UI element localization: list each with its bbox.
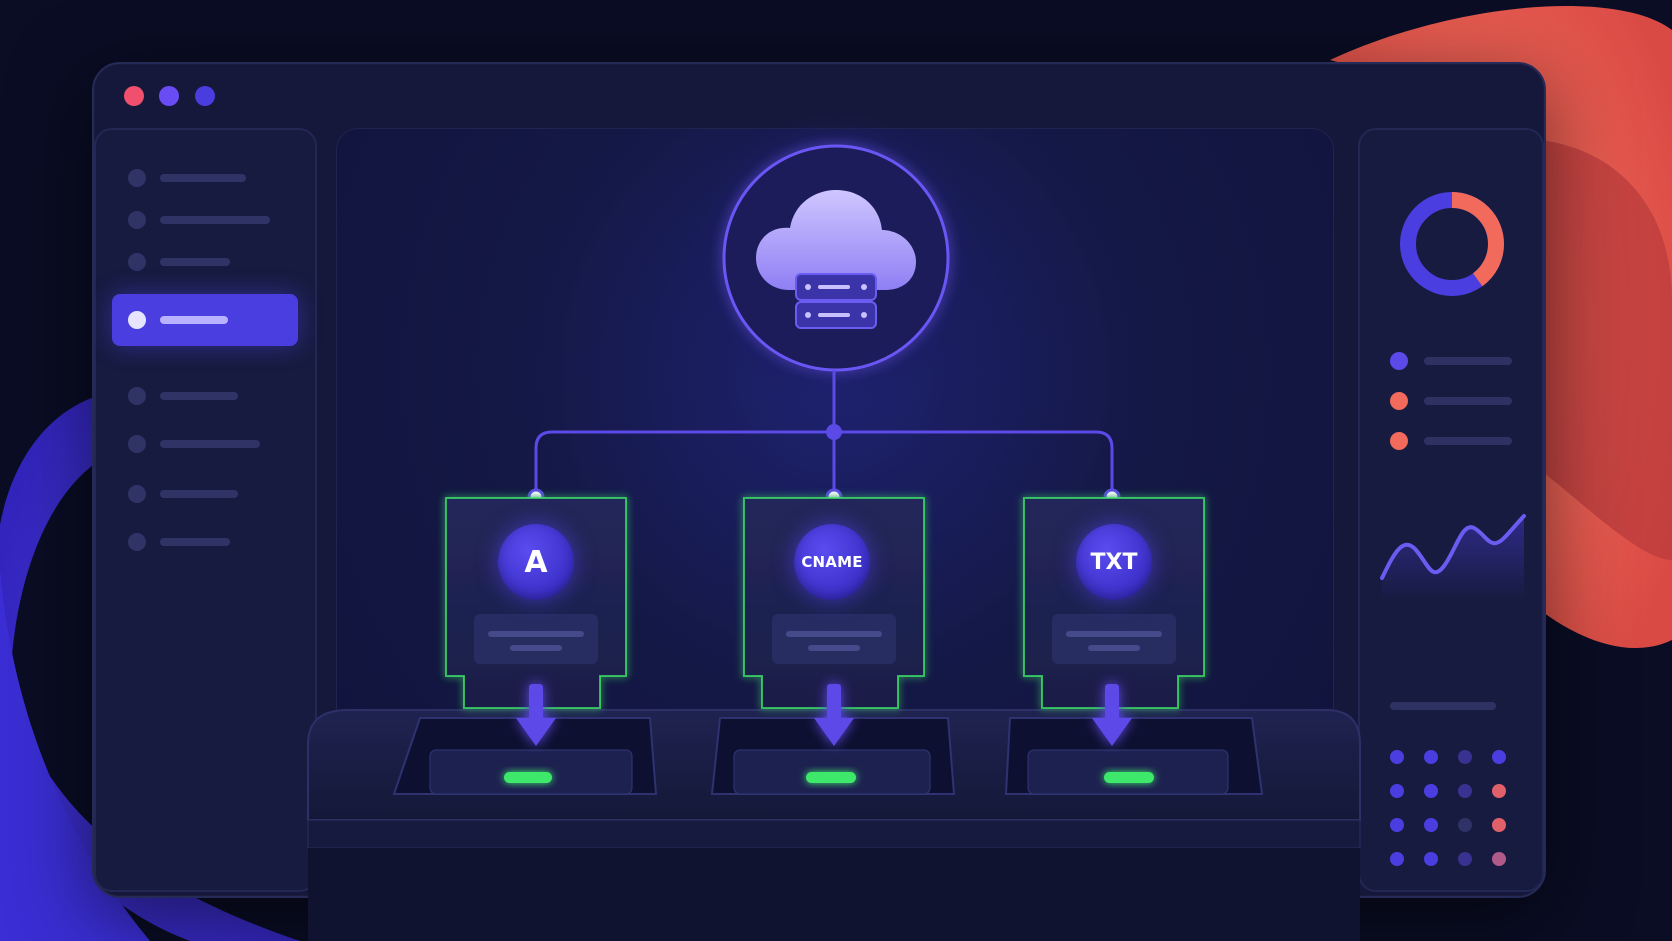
junction-node (826, 424, 842, 440)
legend-dot-2 (1390, 392, 1408, 410)
matrix-dot (1492, 818, 1506, 832)
close-window-button[interactable] (124, 86, 144, 106)
sidebar-item-label-placeholder (160, 258, 230, 266)
matrix-dot (1458, 818, 1472, 832)
sidebar-item-7[interactable] (112, 468, 298, 520)
matrix-dot (1390, 750, 1404, 764)
panel-label-placeholder (1390, 702, 1496, 710)
sidebar-item-label-placeholder (160, 174, 246, 182)
dot-matrix (1390, 750, 1530, 880)
matrix-dot (1458, 852, 1472, 866)
matrix-dot (1390, 784, 1404, 798)
sidebar-item-1[interactable] (112, 152, 298, 204)
blue-ring (0, 395, 300, 941)
record-card-a[interactable] (445, 497, 627, 709)
arrow-down-icon (814, 684, 854, 746)
donut-segment-secondary (1400, 192, 1504, 296)
sidebar-item-icon (128, 533, 146, 551)
sparkline-chart (1380, 514, 1526, 600)
right-panel (1358, 128, 1544, 892)
sidebar-item-icon (128, 485, 146, 503)
legend-label-placeholder (1424, 357, 1512, 365)
sparkline-line (1380, 514, 1526, 580)
sidebar-item-label-placeholder (160, 316, 228, 324)
sidebar-item-label-placeholder (160, 440, 260, 448)
arrow-down-icon (516, 684, 556, 746)
record-type-badge-cname: CNAME (794, 524, 870, 600)
matrix-dot (1492, 750, 1506, 764)
matrix-dot (1492, 784, 1506, 798)
sidebar-item-icon (128, 311, 146, 329)
sidebar-item-6[interactable] (112, 418, 298, 470)
legend-label-placeholder (1424, 437, 1512, 445)
status-led-txt (1104, 772, 1154, 783)
matrix-dot (1424, 784, 1438, 798)
blue-ring-outer (0, 430, 150, 941)
legend-label-placeholder (1424, 397, 1512, 405)
legend-dot-1 (1390, 352, 1408, 370)
matrix-dot (1390, 818, 1404, 832)
sidebar (94, 128, 317, 892)
matrix-dot (1424, 750, 1438, 764)
arrow-down-icon (1092, 684, 1132, 746)
sidebar-item-label-placeholder (160, 392, 238, 400)
sidebar-item-icon (128, 253, 146, 271)
sparkline-area (1382, 516, 1524, 600)
sidebar-item-4-active[interactable] (112, 294, 298, 346)
sidebar-item-icon (128, 435, 146, 453)
minimize-window-button[interactable] (159, 86, 179, 106)
sidebar-item-8[interactable] (112, 516, 298, 568)
record-card-txt[interactable] (1023, 497, 1205, 709)
sidebar-item-3[interactable] (112, 236, 298, 288)
sidebar-item-label-placeholder (160, 538, 230, 546)
cloud-server-icon (756, 190, 916, 329)
sidebar-item-label-placeholder (160, 490, 238, 498)
matrix-dot (1390, 852, 1404, 866)
matrix-dot (1492, 852, 1506, 866)
sidebar-item-2[interactable] (112, 194, 298, 246)
sidebar-item-label-placeholder (160, 216, 270, 224)
legend-dot-3 (1390, 432, 1408, 450)
record-type-badge-a: A (498, 524, 574, 600)
sidebar-item-icon (128, 169, 146, 187)
sidebar-item-icon (128, 387, 146, 405)
record-type-badge-txt: TXT (1076, 524, 1152, 600)
donut-chart (1400, 192, 1504, 296)
zoom-window-button[interactable] (195, 86, 215, 106)
matrix-dot (1424, 818, 1438, 832)
record-card-cname[interactable] (743, 497, 925, 709)
matrix-dot (1458, 784, 1472, 798)
matrix-dot (1424, 852, 1438, 866)
sidebar-item-icon (128, 211, 146, 229)
matrix-dot (1458, 750, 1472, 764)
connector-lines (534, 370, 1114, 496)
sidebar-item-5[interactable] (112, 370, 298, 422)
coral-blob-inner (1540, 140, 1672, 560)
status-led-cname (806, 772, 856, 783)
status-led-a (504, 772, 552, 783)
